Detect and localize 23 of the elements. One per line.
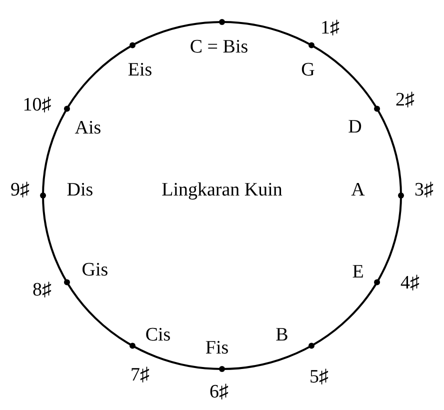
key-signature: 6♯ bbox=[210, 382, 228, 402]
note-name: D bbox=[348, 118, 362, 136]
note-name: Ais bbox=[74, 118, 102, 138]
key-signature: 2♯ bbox=[396, 90, 414, 110]
note-name: Gis bbox=[82, 260, 108, 280]
key-signature: 4♯ bbox=[400, 274, 420, 292]
key-signature: 10♯ bbox=[22, 96, 52, 114]
note-name: C = Bis bbox=[190, 38, 248, 56]
note-name: A bbox=[351, 180, 365, 200]
key-signature: 5♯ bbox=[310, 368, 328, 386]
key-signature: 9♯ bbox=[10, 180, 30, 200]
note-name: Fis bbox=[205, 338, 229, 358]
key-signature: 7♯ bbox=[130, 366, 150, 384]
note-name: Cis bbox=[145, 326, 171, 344]
key-signature: 1♯ bbox=[320, 18, 340, 38]
key-signature: 3♯ bbox=[414, 180, 434, 200]
note-name: Eis bbox=[128, 60, 152, 80]
note-name: G bbox=[301, 60, 315, 80]
note-name: B bbox=[276, 326, 288, 344]
note-name: E bbox=[352, 262, 364, 282]
diagram-title: Lingkaran Kuin bbox=[162, 180, 282, 200]
key-signature: 8♯ bbox=[32, 280, 52, 300]
note-name: Dis bbox=[66, 180, 94, 200]
